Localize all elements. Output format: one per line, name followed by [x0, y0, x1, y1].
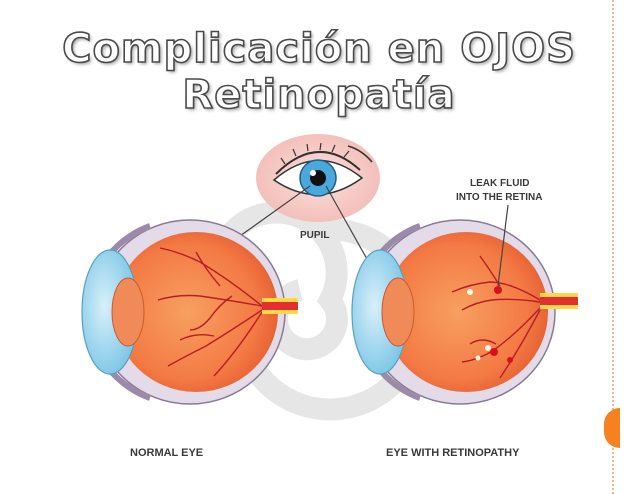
leak-pointer-line — [497, 204, 509, 287]
front-eye-view — [256, 134, 380, 222]
leak-label-line-1: LEAK FLUID — [470, 178, 529, 189]
leak-spots — [467, 286, 513, 363]
slide-title: Complicación en OJOS Retinopatía — [0, 25, 638, 119]
retinopathy-eye-cross-section — [351, 219, 578, 405]
title-line-1: Complicación en OJOS — [61, 25, 576, 73]
retinopathy-eye-label: EYE WITH RETINOPATHY — [386, 447, 520, 459]
normal-eye-cross-section — [81, 219, 298, 405]
normal-eye-label: NORMAL EYE — [130, 447, 203, 459]
leak-label-line-2: INTO THE RETINA — [456, 192, 542, 203]
slide-side-tab — [604, 408, 620, 448]
title-line-2: Retinopatía — [182, 71, 456, 119]
pupil-label: PUPIL — [300, 230, 329, 241]
normal-eye-vessels — [157, 247, 263, 377]
slide-border-dotted — [611, 0, 614, 494]
